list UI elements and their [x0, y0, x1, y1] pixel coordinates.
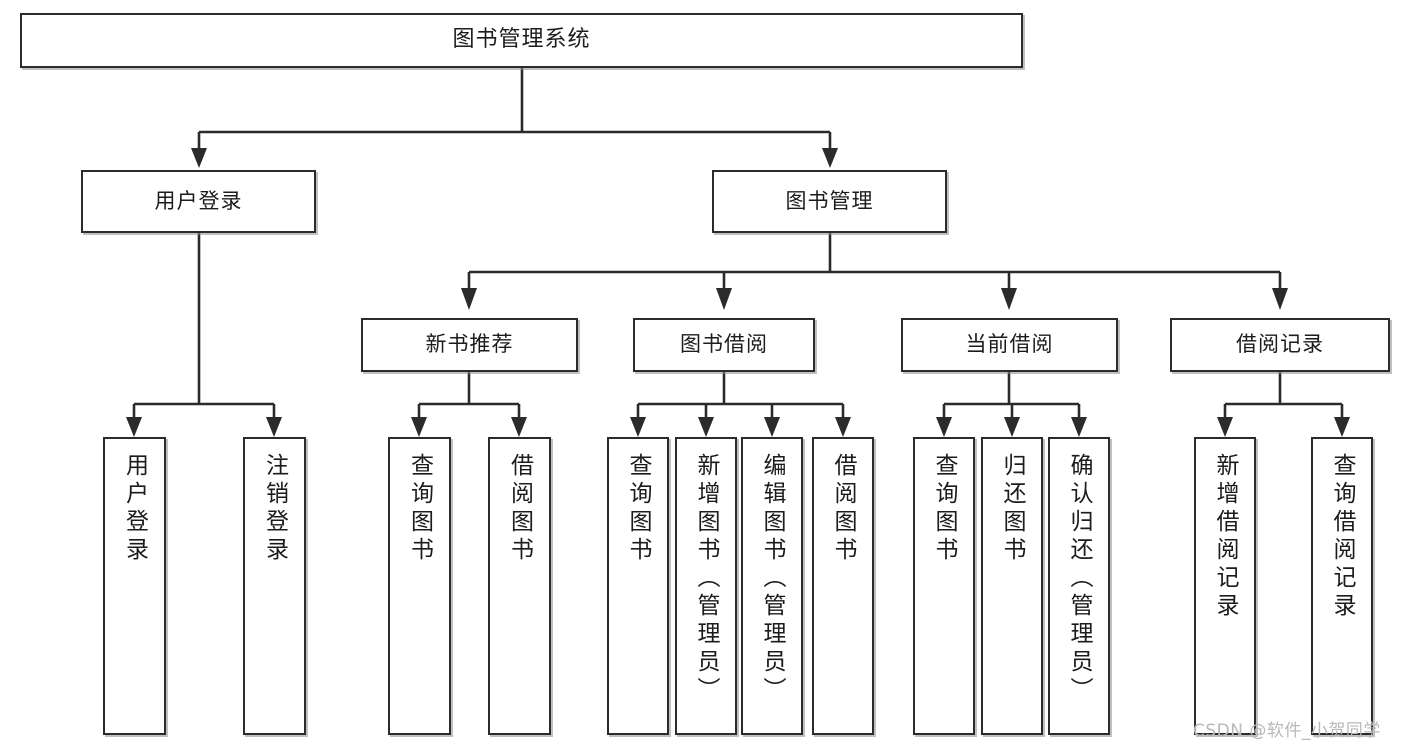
arrowhead-userlogin-l1 [126, 417, 142, 437]
node-label: 借阅图书 [506, 453, 533, 565]
node-label: 查询借阅记录 [1329, 453, 1356, 621]
node-label: 图书管理系统 [452, 27, 591, 53]
watermark-csdn: CSDN @软件_小贺同学 [1193, 721, 1381, 741]
arrowhead-bookborrow-l2 [698, 417, 714, 437]
node-leaf-borrow-edit-admin[interactable]: 编辑图书（管理员） [741, 437, 803, 735]
node-label: 借阅图书 [830, 453, 857, 565]
node-label: 注销登录 [261, 453, 288, 565]
node-label: 查询图书 [625, 453, 652, 565]
node-book-borrow[interactable]: 图书借阅 [633, 318, 815, 372]
arrowhead-borrowrecord [1272, 288, 1288, 310]
arrowhead-currentborrow-l1 [936, 417, 952, 437]
node-current-borrow[interactable]: 当前借阅 [901, 318, 1118, 372]
node-new-book-recommend[interactable]: 新书推荐 [361, 318, 578, 372]
arrowhead-newbook-l1 [411, 417, 427, 437]
node-label: 查询图书 [406, 453, 433, 565]
arrowhead-bookmgmt [822, 148, 838, 168]
node-book-management[interactable]: 图书管理 [712, 170, 947, 233]
arrowhead-currentborrow-l2 [1004, 417, 1020, 437]
node-label: 新增图书（管理员） [693, 453, 720, 705]
arrowhead-currentborrow [1001, 288, 1017, 310]
node-leaf-current-confirm-admin[interactable]: 确认归还（管理员） [1048, 437, 1110, 735]
arrowhead-bookborrow-l1 [630, 417, 646, 437]
node-label: 借阅记录 [1236, 332, 1324, 357]
arrowhead-currentborrow-l3 [1071, 417, 1087, 437]
arrowhead-userlogin [191, 148, 207, 168]
arrowhead-newbook-l2 [511, 417, 527, 437]
node-label: 用户登录 [121, 453, 148, 565]
node-label: 查询图书 [931, 453, 958, 565]
arrowhead-userlogin-l2 [266, 417, 282, 437]
node-label: 图书管理 [785, 188, 874, 213]
node-leaf-newbook-borrow[interactable]: 借阅图书 [488, 437, 551, 735]
node-label: 新增借阅记录 [1212, 453, 1239, 621]
node-leaf-borrow-add-admin[interactable]: 新增图书（管理员） [675, 437, 737, 735]
node-label: 归还图书 [999, 453, 1026, 565]
node-leaf-borrow-query[interactable]: 查询图书 [607, 437, 669, 735]
arrowhead-borrowrecord-l1 [1217, 417, 1233, 437]
node-root-system[interactable]: 图书管理系统 [20, 13, 1023, 68]
node-leaf-borrow-borrow[interactable]: 借阅图书 [812, 437, 874, 735]
node-label: 新书推荐 [425, 332, 514, 357]
arrowhead-bookborrow-l4 [835, 417, 851, 437]
node-leaf-user-login[interactable]: 用户登录 [103, 437, 166, 735]
node-leaf-record-query[interactable]: 查询借阅记录 [1311, 437, 1373, 735]
node-leaf-record-add[interactable]: 新增借阅记录 [1194, 437, 1256, 735]
node-label: 图书借阅 [680, 332, 768, 357]
arrowhead-bookborrow-l3 [764, 417, 780, 437]
node-label: 当前借阅 [965, 332, 1054, 357]
arrowhead-bookborrow [716, 288, 732, 310]
arrowhead-borrowrecord-l2 [1334, 417, 1350, 437]
node-label: 编辑图书（管理员） [759, 453, 786, 705]
node-leaf-logout[interactable]: 注销登录 [243, 437, 306, 735]
node-leaf-newbook-query[interactable]: 查询图书 [388, 437, 451, 735]
arrowhead-newbook [461, 288, 477, 310]
node-user-login[interactable]: 用户登录 [81, 170, 316, 233]
node-leaf-current-query[interactable]: 查询图书 [913, 437, 975, 735]
node-label: 用户登录 [154, 188, 243, 213]
node-borrow-record[interactable]: 借阅记录 [1170, 318, 1390, 372]
node-label: 确认归还（管理员） [1066, 453, 1093, 705]
node-leaf-current-return[interactable]: 归还图书 [981, 437, 1043, 735]
